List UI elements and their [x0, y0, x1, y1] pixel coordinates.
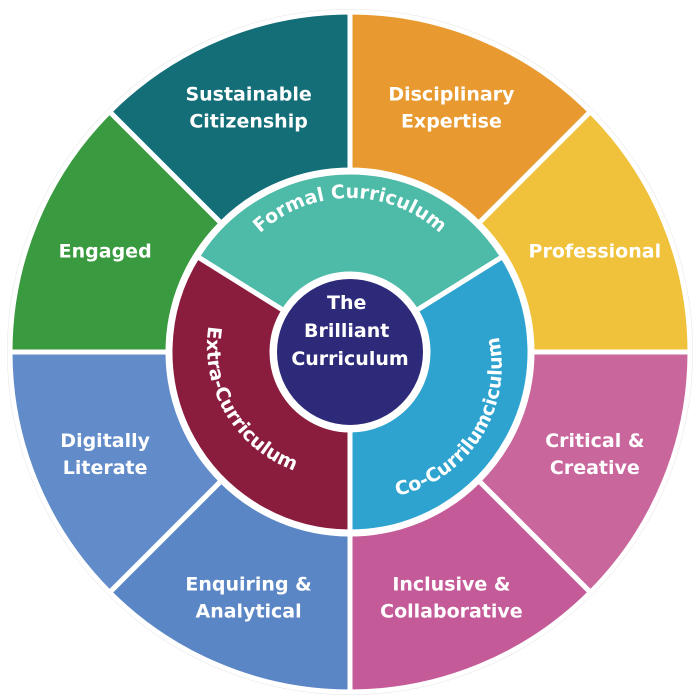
center-line-1: The [327, 292, 366, 314]
center-line-3: Curriculum [291, 348, 408, 370]
segment-label-line: Disciplinary [388, 84, 515, 106]
center-disc [271, 273, 429, 431]
segment-label-line: Literate [63, 457, 148, 479]
segment-label-line: Creative [550, 457, 640, 479]
segment-label-line: Enquiring & [185, 573, 311, 595]
segment-label-line: Engaged [59, 241, 152, 263]
inner-ring [167, 169, 533, 535]
segment-label-line: Expertise [401, 111, 502, 133]
segment-label-line: Digitally [60, 430, 150, 452]
segment-label-enquiring-analytical: Enquiring & Analytical [185, 573, 311, 622]
segment-label-line: Inclusive & [392, 573, 510, 595]
segment-label-line: Professional [529, 241, 662, 263]
segment-label-engaged: Engaged [59, 241, 152, 263]
segment-label-professional: Professional [529, 241, 662, 263]
segment-label-line: Critical & [545, 430, 644, 452]
center-line-2: Brilliant [304, 320, 389, 342]
segment-label-inclusive-collaborative: Inclusive & Collaborative [380, 573, 523, 622]
segment-label-line: Citizenship [189, 111, 307, 133]
segment-label-line: Sustainable [185, 84, 311, 106]
segment-label-critical-creative: Critical & Creative [545, 430, 644, 479]
center-title: The Brilliant Curriculum [291, 292, 408, 370]
segment-label-line: Collaborative [380, 600, 523, 622]
segment-label-line: Analytical [196, 600, 302, 622]
